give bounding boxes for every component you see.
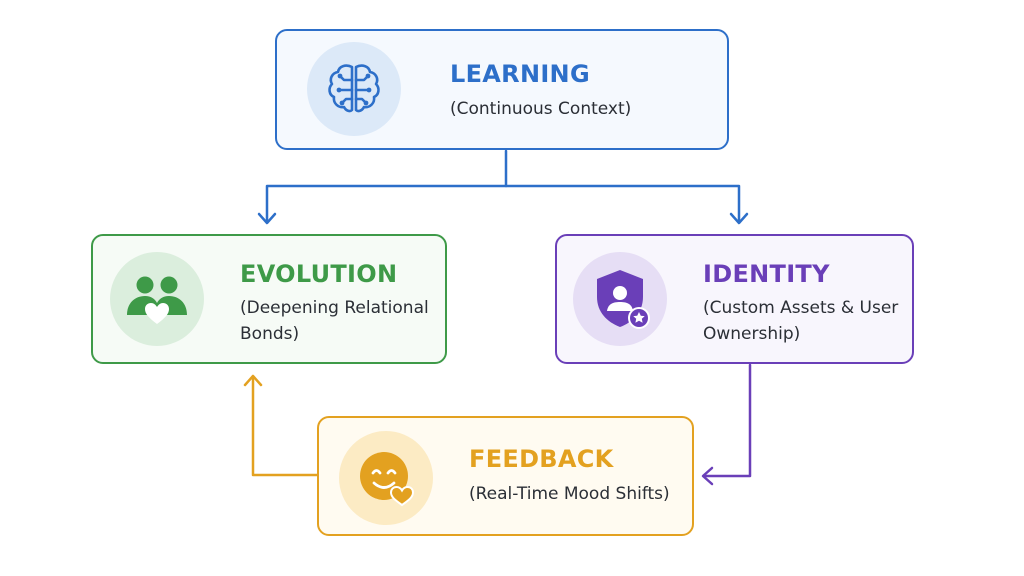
- node-title: LEARNING: [450, 60, 590, 88]
- connector-identity-to-feedback: [701, 363, 752, 486]
- node-subtitle: (Real-Time Mood Shifts): [469, 484, 670, 504]
- node-learning: LEARNING (Continuous Context): [275, 29, 729, 150]
- node-subtitle: (Custom Assets & User Ownership): [703, 298, 899, 344]
- node-title: EVOLUTION: [240, 260, 398, 288]
- shield-user-star-icon: [573, 252, 667, 346]
- connector-feedback-to-evolution: [243, 374, 319, 477]
- connector-learning-to-identity: [504, 184, 749, 225]
- node-subtitle: (Deepening Relational Bonds): [240, 298, 429, 344]
- node-title: FEEDBACK: [469, 445, 614, 473]
- node-title: IDENTITY: [703, 260, 830, 288]
- arrowhead-down: [257, 212, 277, 225]
- arrowhead-up: [243, 374, 263, 387]
- arrowhead-down: [729, 212, 749, 225]
- node-evolution: EVOLUTION (Deepening Relational Bonds): [91, 234, 447, 364]
- brain-circuit-icon: [307, 42, 401, 136]
- node-subtitle: (Continuous Context): [450, 99, 632, 119]
- people-heart-icon: [110, 252, 204, 346]
- smile-heart-icon: [339, 431, 433, 525]
- node-feedback: FEEDBACK (Real-Time Mood Shifts): [317, 416, 694, 536]
- node-identity: IDENTITY (Custom Assets & User Ownership…: [555, 234, 914, 364]
- connector-learning-to-evolution: [257, 149, 508, 225]
- arrowhead-left: [701, 466, 714, 486]
